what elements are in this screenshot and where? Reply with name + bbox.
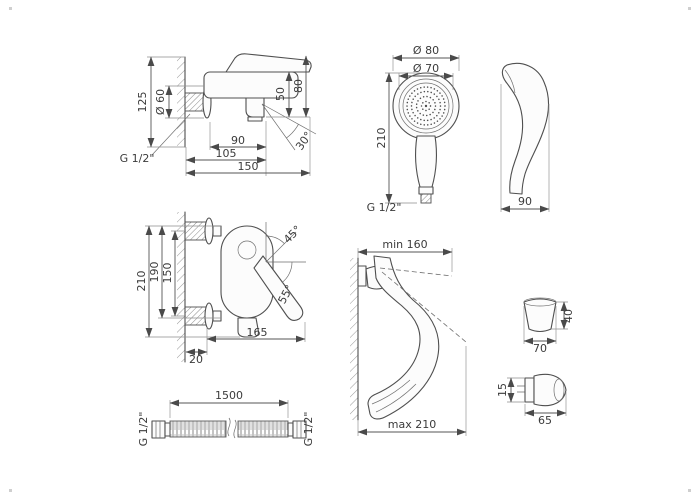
corner-mark-top-right	[688, 7, 691, 10]
view-shower-head-side: 90	[500, 62, 550, 213]
thread-label-right: G 1/2"	[302, 412, 315, 447]
angle-label-45: 45°	[281, 223, 304, 246]
mixer-lever	[253, 255, 304, 322]
eccentric-union-top	[184, 221, 208, 241]
hose-collar-right	[287, 422, 294, 437]
dim-label-80: 80	[292, 79, 305, 93]
handle-thread	[420, 193, 432, 204]
thread-label-left: G 1/2"	[137, 412, 150, 447]
dim-label-dia80: Ø 80	[413, 44, 439, 57]
hose-collar-left	[164, 422, 171, 437]
angle-label-30: 30°	[293, 129, 315, 152]
head-profile	[501, 62, 549, 195]
angle-45-arc	[265, 235, 285, 244]
view-bath-mixer-side: 125 Ø 60 G 1/2" 90 105 150 50 80 30°	[120, 53, 317, 177]
dim-label-210: 210	[375, 128, 388, 149]
extension-lines	[507, 377, 567, 416]
spray-dots-ring-3	[410, 90, 442, 122]
dim-label-65: 65	[538, 414, 552, 427]
dim-label-dia70: Ø 70	[413, 62, 439, 75]
view-mixer-front: 210 190 150 20 165 45° 55°	[135, 211, 306, 366]
angle-55-arc	[281, 261, 293, 283]
head-face-lines	[371, 379, 417, 413]
corner-mark-top-left	[9, 7, 12, 10]
dim-label-max210: max 210	[388, 418, 436, 431]
extension-lines	[523, 301, 568, 344]
dim-label-210: 210	[135, 271, 148, 292]
head-face-ring	[402, 82, 450, 130]
wall-hatching	[177, 212, 185, 362]
wall-hatching	[350, 258, 358, 420]
dim-label-20: 20	[189, 353, 203, 366]
view-shower-hose: 1500 G 1/2" G 1/2"	[137, 389, 315, 446]
dim-label-50: 50	[274, 87, 287, 101]
dim-label-70: 70	[533, 342, 547, 355]
dim-label-90: 90	[518, 195, 532, 208]
mount-cup	[533, 373, 567, 407]
eccentric-union-bottom	[184, 306, 208, 326]
thread-label: G 1/2"	[367, 201, 402, 214]
screw-detail	[517, 385, 525, 393]
dim-label-150: 150	[161, 263, 174, 284]
dim-label-40: 40	[562, 309, 575, 323]
dim-label-90: 90	[231, 134, 245, 147]
nut-left-detail	[155, 421, 161, 438]
cone-body	[523, 298, 557, 333]
dim-label-min160: min 160	[382, 238, 427, 251]
head-face-edge	[504, 69, 516, 94]
hose-corrugation-left	[169, 420, 227, 438]
head-handle	[414, 135, 438, 188]
hose-nut-right	[292, 420, 307, 439]
thread-leader-line	[151, 113, 191, 156]
dim-label-15: 15	[496, 383, 509, 397]
angle-30-rays	[261, 103, 317, 151]
hose-corrugation-right	[237, 420, 289, 438]
wall-hatching	[177, 57, 185, 147]
spray-center-dot	[424, 104, 428, 108]
dim-label-165: 165	[247, 326, 268, 339]
extension-lines	[145, 225, 306, 355]
holder-plate	[357, 265, 367, 287]
hose-break-marks	[227, 417, 237, 439]
spray-dots-ring-2	[415, 95, 437, 117]
flange-bottom	[204, 302, 214, 330]
extension-lines	[500, 84, 550, 212]
cartridge-detail	[237, 240, 257, 260]
extension-lines	[385, 55, 460, 204]
dim-label-190: 190	[148, 262, 161, 283]
handshower-in-holder	[367, 255, 440, 420]
inlet-thread	[184, 92, 206, 112]
nut-right-detail	[296, 421, 302, 438]
angle-reference-lines	[265, 222, 306, 263]
spray-dots-ring-4	[406, 86, 446, 126]
spout-aerator	[247, 116, 263, 122]
mixer-spout	[245, 97, 265, 118]
corner-mark-bottom-right	[688, 489, 691, 492]
flange-top	[204, 217, 214, 245]
hose-nut-left	[151, 420, 166, 439]
dim-label-125: 125	[136, 92, 149, 113]
view-shower-head-front: Ø 80 Ø 70 210 G 1/2"	[367, 44, 460, 214]
dim-label-150: 150	[238, 160, 259, 173]
mixer-lever	[225, 53, 312, 73]
angle-30-arc	[286, 124, 299, 139]
dim-label-1500: 1500	[215, 389, 243, 402]
dim-label-105: 105	[216, 147, 237, 160]
adjustment-range-dashed	[379, 267, 467, 343]
view-wall-holder: min 160 max 210	[350, 238, 467, 436]
view-holder-mount: 15 65	[496, 373, 567, 427]
stub-bottom	[212, 310, 222, 322]
spray-dots-ring-1	[420, 100, 432, 112]
thread-label: G 1/2"	[120, 152, 155, 165]
handle-connector	[418, 186, 434, 195]
corner-mark-bottom-left	[9, 489, 12, 492]
dim-label-dia60: Ø 60	[154, 89, 167, 115]
view-holder-cone: 70 40	[523, 297, 575, 355]
mount-plate	[524, 377, 535, 403]
cup-opening	[553, 378, 565, 402]
stub-top	[212, 225, 222, 237]
